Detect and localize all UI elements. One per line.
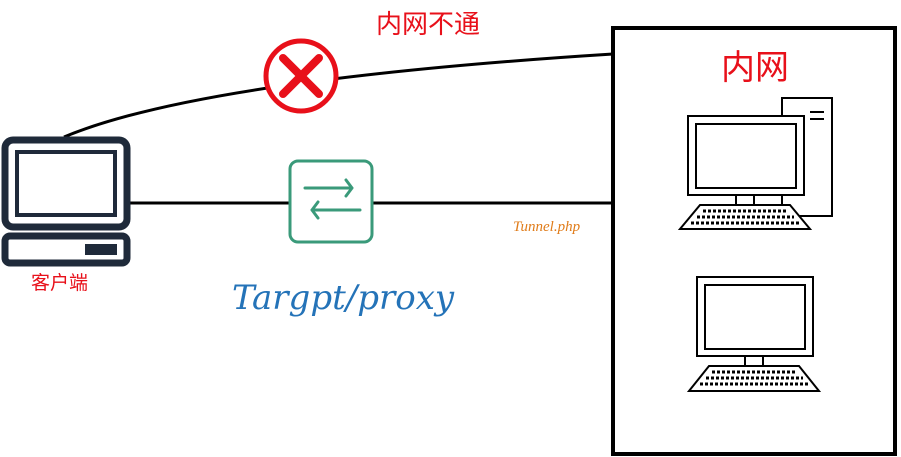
blocked-label: 内网不通 — [376, 10, 481, 40]
proxy-switch-icon — [288, 159, 374, 244]
blocked-x-icon — [263, 38, 339, 114]
laptop-icon — [1, 136, 131, 267]
desktop-tower-icon — [677, 97, 833, 230]
blocked-connection-line — [63, 52, 614, 139]
desktop-icon — [686, 276, 822, 392]
client-label: 客户端 — [31, 272, 89, 294]
tunnel-file-label: Tunnel.php — [513, 219, 581, 235]
intranet-label: 内网 — [721, 48, 789, 88]
proxy-label: Targpt/proxy — [232, 278, 455, 318]
